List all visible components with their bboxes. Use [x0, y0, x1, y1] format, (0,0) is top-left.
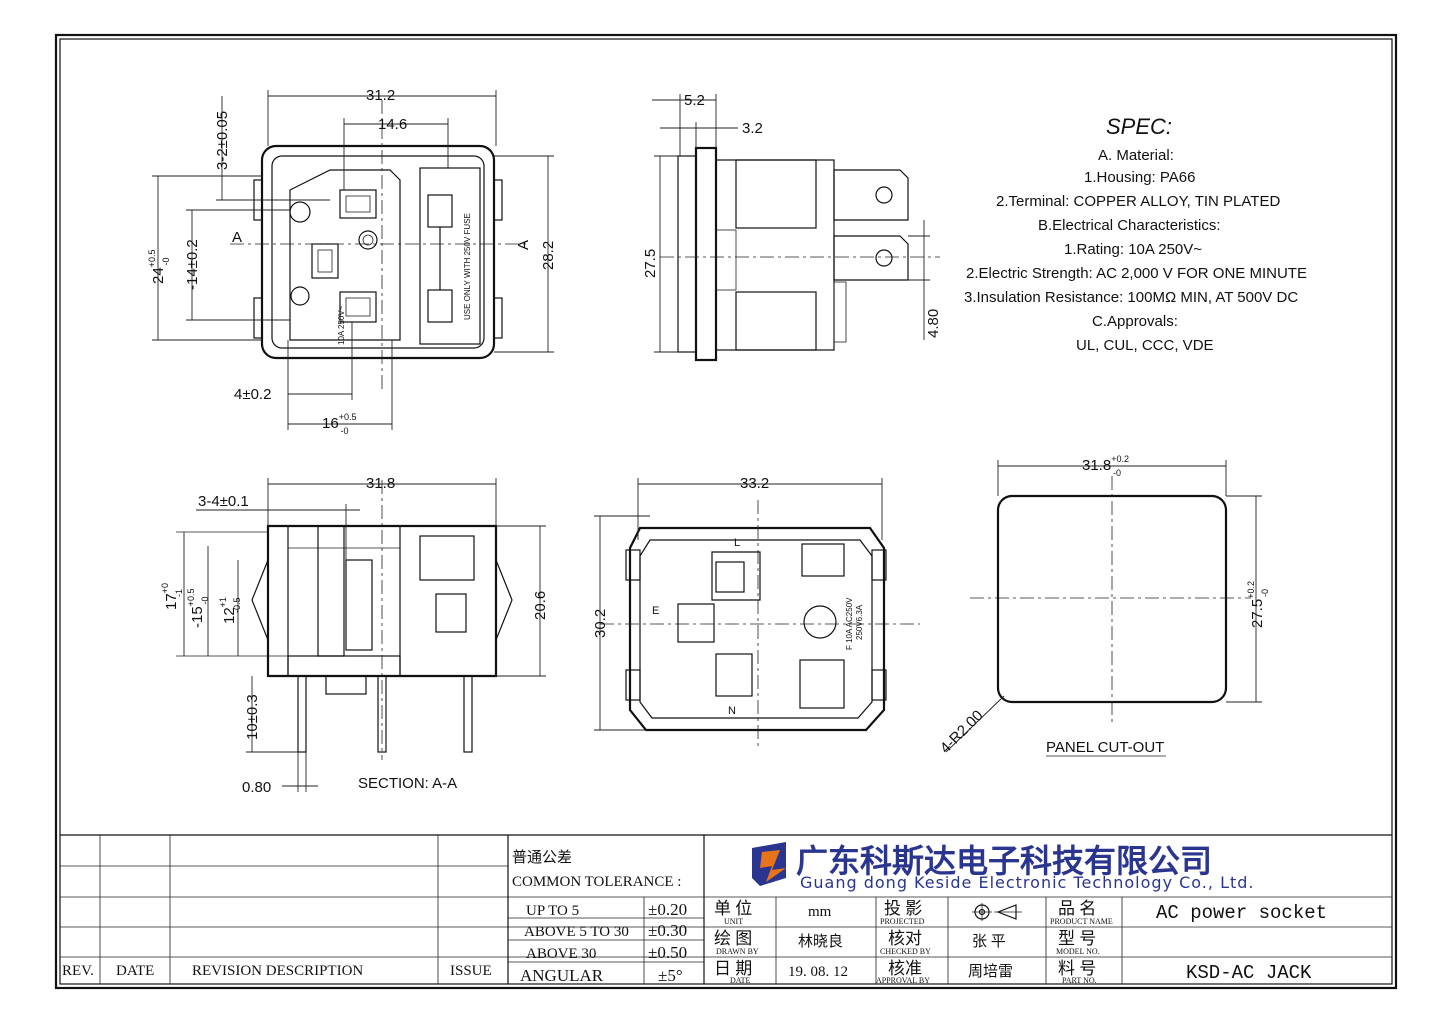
sec-dim-12: 12+1-0.5: [218, 597, 242, 624]
checked-cn: 核对: [888, 929, 922, 948]
approval-en: APPROVAL BY: [876, 976, 930, 985]
spec-line-1: 1.Housing: PA66: [1084, 169, 1195, 186]
product-en: PRODUCT NAME: [1050, 917, 1113, 926]
date-en: DATE: [730, 976, 751, 985]
company-logo-icon: [752, 842, 786, 886]
top-rating-text: 10A 250V~: [337, 305, 346, 345]
part-en: PART NO.: [1062, 976, 1097, 985]
projected-cn: 投 影: [884, 899, 922, 918]
section-mark-right: A: [515, 240, 532, 250]
projected-en: PROJECTED: [880, 917, 925, 926]
title-block: REV. DATE REVISION DESCRIPTION ISSUE 普通公…: [60, 834, 1392, 985]
model-cn: 型 号: [1058, 929, 1096, 948]
bottom-mark-l: L: [734, 537, 740, 549]
section-mark-left: A: [232, 229, 242, 246]
bottom-dim-width: 33.2: [740, 475, 769, 492]
side-dim-top: 5.2: [684, 92, 705, 109]
top-dim-inner: 14.6: [378, 116, 407, 133]
checked-value: 张 平: [972, 933, 1006, 950]
spec-line-8: UL, CUL, CCC, VDE: [1076, 337, 1214, 354]
tolerance-en: COMMON TOLERANCE :: [512, 874, 681, 890]
tol-value-1: ±0.30: [648, 921, 687, 940]
sec-dim-15: -15+0.5-0: [186, 589, 210, 628]
tol-value-2: ±0.50: [648, 943, 687, 962]
approval-cn: 核准: [888, 959, 922, 978]
spec-line-4: 1.Rating: 10A 250V~: [1064, 241, 1202, 258]
side-dim-height: 27.5: [642, 249, 659, 278]
spec-block: SPEC: A. Material: 1.Housing: PA66 2.Ter…: [964, 114, 1307, 354]
bottom-view: L N E F 10A AC250V 250V6.3A 33.2 30.2: [592, 475, 920, 750]
cutout-dim-height: 27.5+0.2-0: [1246, 581, 1270, 628]
bottom-dim-height: 30.2: [592, 609, 609, 638]
bottom-fuse-text-2: 250V6.3A: [855, 604, 864, 640]
product-value: AC power socket: [1156, 902, 1327, 924]
company-en: Guang dong Keside Electronic Technology …: [800, 873, 1255, 892]
product-cn: 品 名: [1058, 899, 1096, 918]
sec-dim-width: 31.8: [366, 475, 395, 492]
spec-line-0: A. Material:: [1098, 147, 1174, 164]
top-dim-width: 31.2: [366, 87, 395, 104]
checked-en: CHECKED BY: [880, 947, 931, 956]
top-dim-pin: 4±0.2: [234, 386, 271, 403]
top-dim-left-inner: -14±0.2: [184, 239, 201, 290]
spec-line-7: C.Approvals:: [1092, 313, 1178, 330]
tol-range-3: ANGULAR: [520, 966, 604, 985]
sec-dim-17: 17+0-1: [160, 583, 184, 610]
company-cn: 广东科斯达电子科技有限公司: [796, 842, 1212, 880]
issue-header: ISSUE: [450, 963, 492, 979]
revision-desc-header: REVISION DESCRIPTION: [192, 963, 363, 979]
top-dim-height: 28.2: [540, 241, 557, 270]
top-view: USE ONLY WITH 250V FUSE 10A 250V~ 31.2 1…: [147, 87, 557, 436]
spec-line-3: B.Electrical Characteristics:: [1038, 217, 1221, 234]
projection-symbol-icon: [972, 903, 1022, 921]
side-dim-offset: 3.2: [742, 120, 763, 137]
top-dim-left-outer: 24+0.5-0: [147, 250, 171, 284]
date-header: DATE: [116, 963, 154, 979]
drawn-cn: 绘 图: [714, 929, 752, 948]
bottom-mark-n: N: [728, 705, 736, 717]
top-dim-bottom: 16+0.5-0: [322, 412, 356, 436]
sec-dim-pin-thk: 0.80: [242, 779, 271, 796]
bottom-fuse-text-1: F 10A AC250V: [845, 597, 854, 650]
bottom-mark-e: E: [652, 605, 659, 617]
cutout-dim-radius: 4-R2.00: [937, 707, 987, 757]
top-dim-vertical-small: 3-2±0.05: [214, 111, 231, 170]
part-cn: 料 号: [1058, 959, 1096, 978]
top-fuse-text: USE ONLY WITH 250V FUSE: [463, 213, 472, 320]
cutout-dim-width: 31.8+0.2-0: [1082, 454, 1129, 478]
section-label: SECTION: A-A: [358, 775, 457, 792]
tol-range-1: ABOVE 5 TO 30: [524, 924, 629, 940]
unit-cn: 单 位: [714, 899, 752, 918]
sec-dim-wall: 3-4±0.1: [198, 493, 249, 510]
date-value: 19. 08. 12: [788, 964, 848, 980]
side-dim-tab: 4.80: [925, 309, 942, 338]
spec-line-5: 2.Electric Strength: AC 2,000 V FOR ONE …: [966, 265, 1307, 282]
approval-value: 周培雷: [968, 963, 1013, 980]
panel-cutout: 31.8+0.2-0 27.5+0.2-0 4-R2.00 PANEL CUT-…: [937, 454, 1270, 757]
tol-value-3: ±5°: [658, 966, 683, 985]
inner-border: [59, 38, 1393, 985]
spec-title: SPEC:: [1106, 114, 1172, 139]
cutout-label: PANEL CUT-OUT: [1046, 739, 1164, 756]
model-en: MODEL NO.: [1056, 947, 1100, 956]
date-cn: 日 期: [714, 959, 752, 978]
part-value: KSD-AC JACK: [1186, 962, 1312, 984]
tol-range-2: ABOVE 30: [526, 946, 596, 962]
tol-value-0: ±0.20: [648, 900, 687, 919]
spec-line-6: 3.Insulation Resistance: 100MΩ MIN, AT 5…: [964, 289, 1298, 306]
drawn-value: 林晓良: [798, 933, 843, 950]
spec-line-2: 2.Terminal: COPPER ALLOY, TIN PLATED: [996, 193, 1280, 210]
drawn-en: DRAWN BY: [716, 947, 759, 956]
unit-en: UNIT: [724, 917, 743, 926]
rev-header: REV.: [62, 963, 94, 979]
outer-border: [54, 33, 1398, 990]
side-view: 5.2 3.2 27.5 4.80: [642, 92, 942, 362]
section-view: 31.8 3-4±0.1 17+0-1 -15+0.5-0 12+1-0.5 2…: [160, 475, 549, 796]
unit-value: mm: [808, 904, 832, 920]
sec-dim-height: 20.6: [532, 591, 549, 620]
tolerance-cn: 普通公差: [512, 849, 572, 866]
tol-range-0: UP TO 5: [526, 903, 579, 919]
sec-dim-pin-len: 10±0.3: [244, 694, 261, 740]
